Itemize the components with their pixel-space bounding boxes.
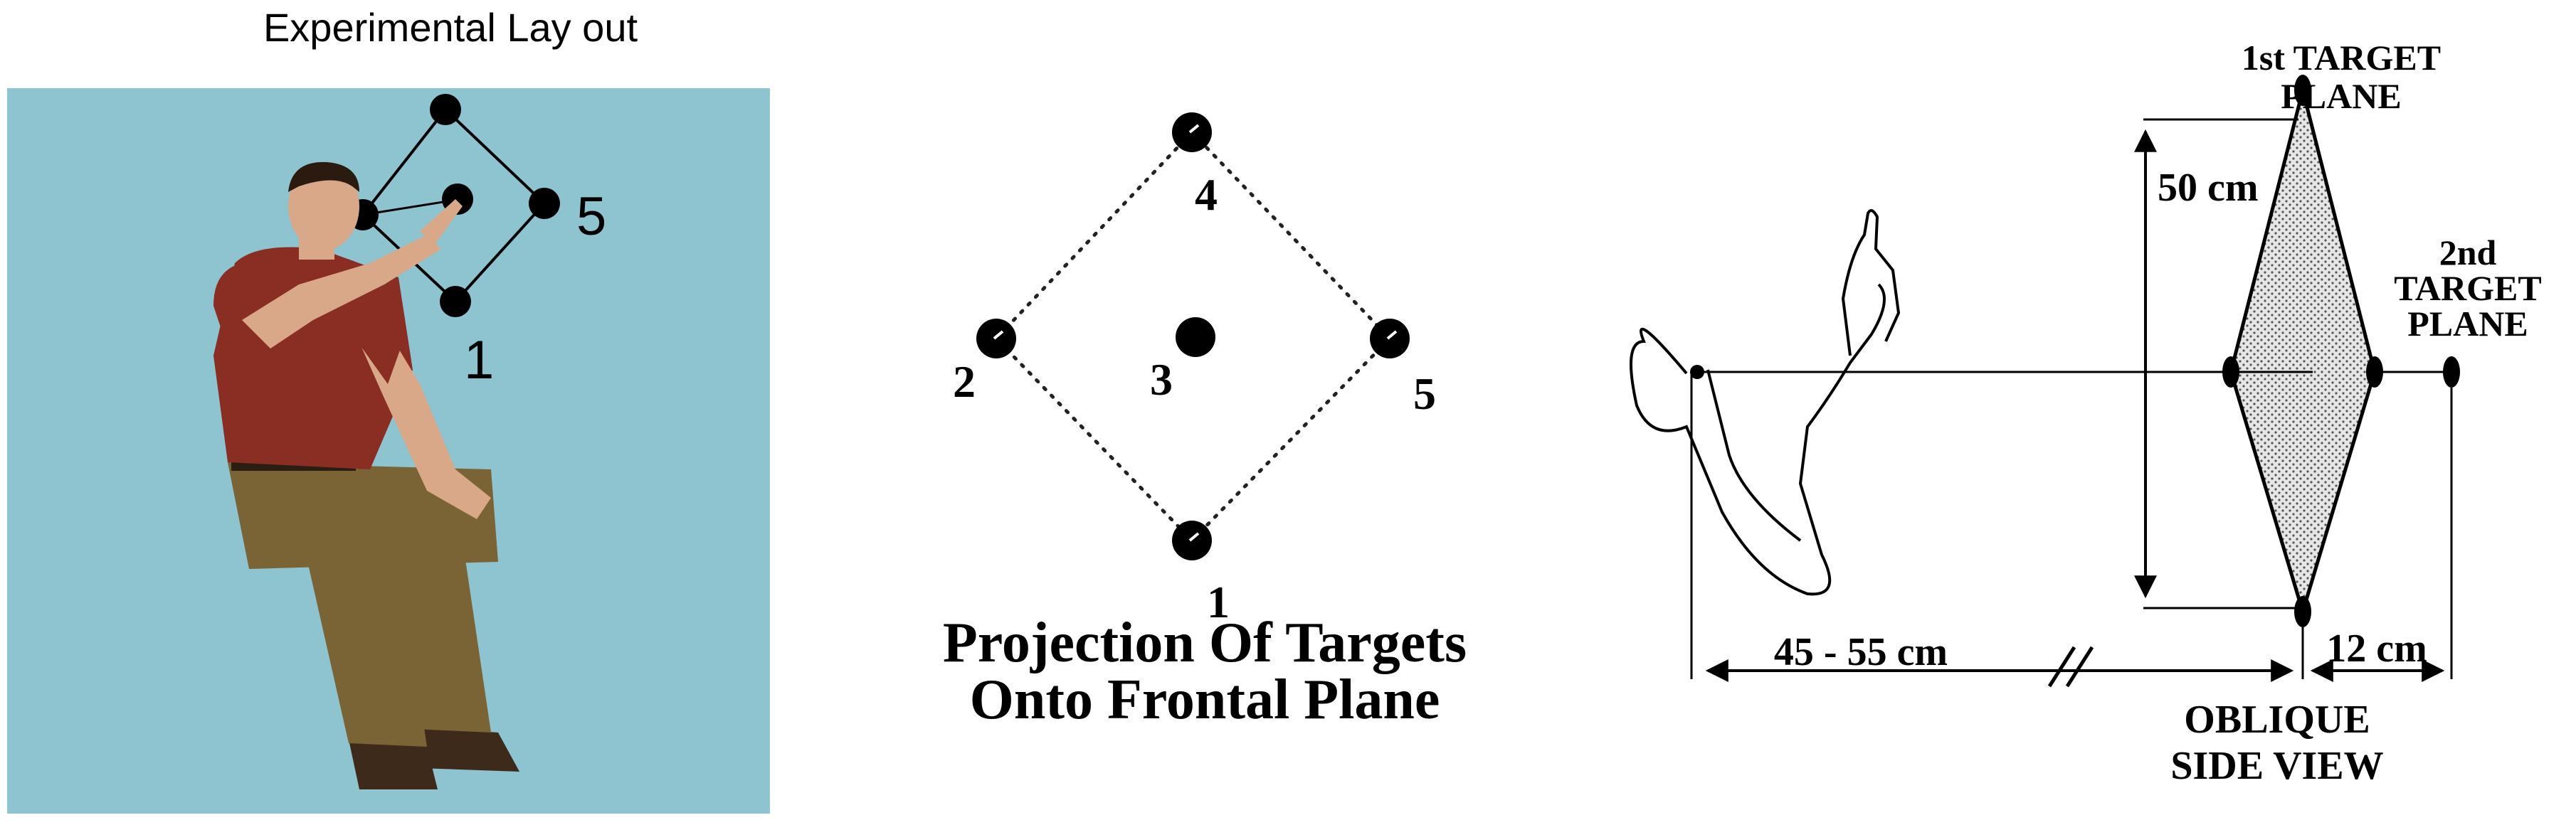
target-label: 3 — [1150, 354, 1173, 405]
target-tick — [1188, 124, 1200, 134]
projection-target-5: 5 — [1370, 319, 1436, 419]
caption-line-2: Onto Frontal Plane — [970, 669, 1440, 731]
first-plane-label-line-2: PLANE — [2281, 76, 2401, 116]
shirt-sleeve-right — [213, 263, 292, 356]
arm-contour — [1630, 283, 1886, 596]
pointing-finger — [420, 199, 463, 245]
second-plane-label-line-2: TARGET — [2394, 268, 2541, 308]
target-label: 1 — [1207, 577, 1230, 627]
target-4-dot — [430, 94, 461, 125]
plane-top-target — [2294, 75, 2311, 106]
pointing-arm — [242, 235, 441, 348]
target-tick — [993, 330, 1004, 340]
target-label: 2 — [953, 356, 976, 407]
shirt-sleeve-left — [352, 284, 406, 384]
target-5-dot — [529, 188, 560, 219]
target-label-5: 5 — [576, 186, 606, 247]
second-plane-target — [2443, 356, 2460, 388]
target-label: 4 — [1195, 169, 1218, 220]
first-plane-label-line-1: 1st TARGET — [2242, 38, 2441, 78]
target-1-dot — [440, 286, 471, 317]
plane-left-target — [2222, 356, 2239, 388]
experimental-layout-panel: Experimental Lay out 5 1 — [7, 5, 770, 814]
second-plane-label-line-3: PLANE — [2407, 304, 2528, 344]
target-label-1: 1 — [464, 330, 494, 390]
distance-label: 45 - 55 cm — [1774, 630, 1948, 674]
arm-inner-contour — [1706, 369, 1802, 542]
break-mark-1 — [2047, 646, 2076, 688]
hair — [288, 161, 359, 192]
height-label: 50 cm — [2158, 166, 2259, 210]
panel-title: Experimental Lay out — [263, 5, 638, 50]
offset-label: 12 cm — [2326, 627, 2427, 671]
hand-contour — [1841, 209, 1901, 356]
second-plane-label-line-1: 2nd — [2439, 233, 2497, 272]
seated-man-figure — [213, 161, 519, 789]
break-mark-2 — [2065, 646, 2094, 688]
target-tick — [1188, 532, 1200, 542]
projection-target-4: 4 — [1172, 112, 1218, 220]
target-label: 5 — [1413, 368, 1436, 419]
target-dot — [1176, 317, 1215, 357]
projection-target-1: 1 — [1172, 521, 1230, 627]
right-shoe — [406, 725, 519, 772]
view-caption-line-1: OBLIQUE — [2184, 698, 2370, 742]
arm-sketch — [1630, 209, 1901, 596]
view-caption-line-2: SIDE VIEW — [2170, 744, 2383, 788]
frontal-projection-panel: 4 2 3 5 1 Projection Of Targets Onto Fro… — [943, 112, 1467, 731]
plane-right-target — [2366, 356, 2383, 388]
projection-target-2: 2 — [953, 319, 1016, 407]
right-lower-leg — [377, 541, 491, 733]
projection-target-3: 3 — [1150, 317, 1215, 405]
caption-line-1: Projection Of Targets — [943, 612, 1467, 674]
target-tick — [1386, 330, 1398, 340]
head — [288, 162, 359, 250]
oblique-side-view-panel: 1st TARGET PLANE 2nd TARGET PLANE 50 cm … — [1630, 38, 2542, 788]
